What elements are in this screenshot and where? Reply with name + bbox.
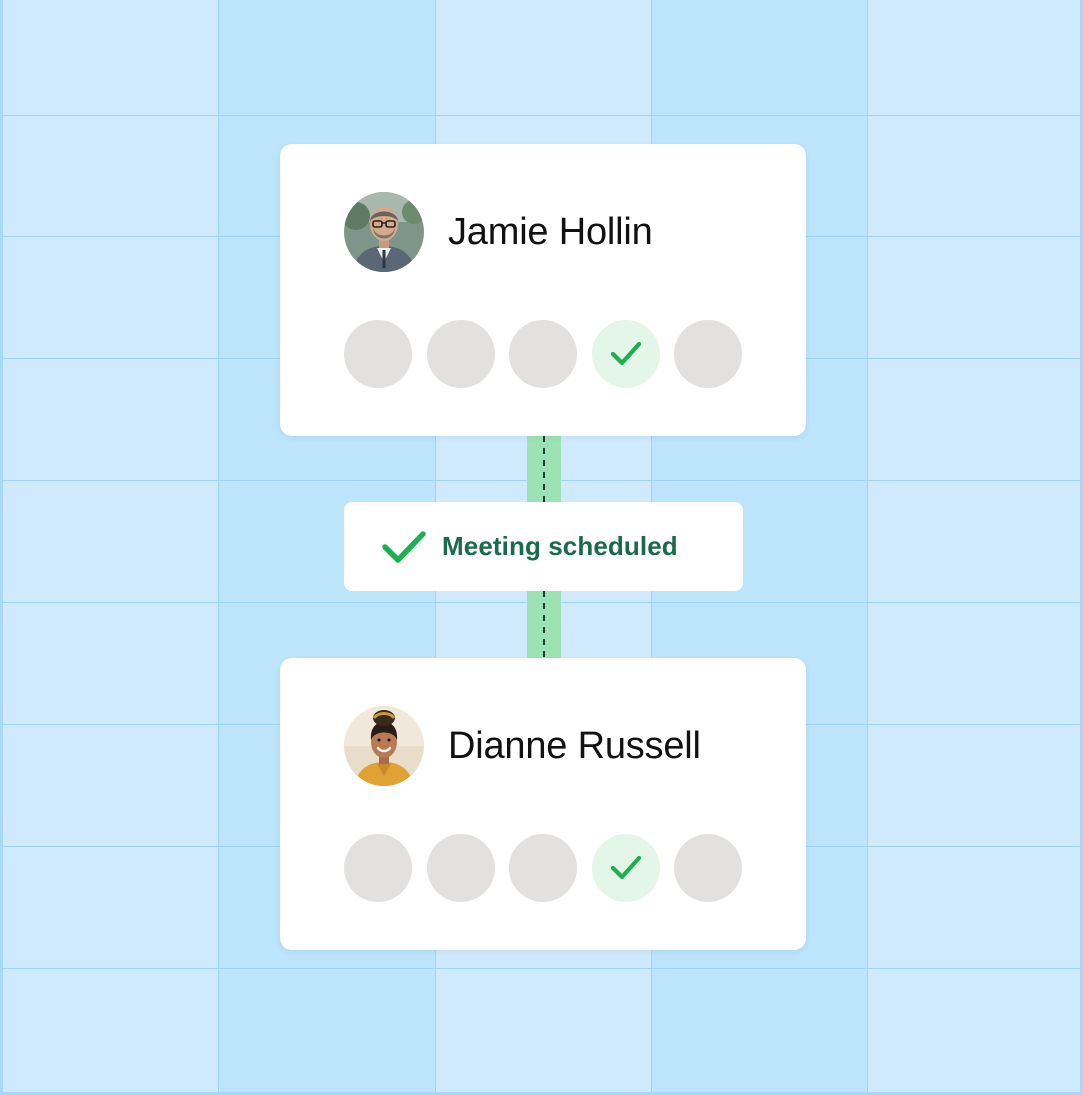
connector-dash bbox=[543, 436, 545, 502]
woman-portrait-avatar bbox=[344, 706, 424, 786]
contact-name: Jamie Hollin bbox=[448, 211, 653, 253]
avatar bbox=[344, 706, 424, 786]
sequence-steps bbox=[344, 834, 744, 902]
step-done[interactable] bbox=[592, 320, 660, 388]
grid-line bbox=[0, 968, 1083, 969]
grid-column bbox=[867, 0, 1083, 1095]
grid-edge bbox=[0, 0, 3, 1095]
step-done[interactable] bbox=[592, 834, 660, 902]
contact-name: Dianne Russell bbox=[448, 725, 701, 767]
man-portrait-avatar bbox=[344, 192, 424, 272]
sequence-steps bbox=[344, 320, 744, 388]
grid-line bbox=[867, 0, 868, 1095]
contact-card[interactable]: Dianne Russell bbox=[280, 658, 806, 950]
grid-column bbox=[0, 0, 218, 1095]
status-label: Meeting scheduled bbox=[442, 531, 678, 561]
step-pending[interactable] bbox=[674, 834, 742, 902]
step-pending[interactable] bbox=[509, 320, 577, 388]
step-pending[interactable] bbox=[427, 320, 495, 388]
avatar bbox=[344, 192, 424, 272]
grid-line bbox=[218, 0, 219, 1095]
step-pending[interactable] bbox=[344, 320, 412, 388]
check-icon bbox=[610, 855, 642, 880]
step-pending[interactable] bbox=[427, 834, 495, 902]
step-pending[interactable] bbox=[509, 834, 577, 902]
status-badge: Meeting scheduled bbox=[344, 502, 743, 591]
check-icon bbox=[382, 531, 426, 563]
connector-dash bbox=[543, 591, 545, 658]
connector-line bbox=[527, 591, 561, 658]
check-icon bbox=[610, 341, 642, 366]
step-pending[interactable] bbox=[674, 320, 742, 388]
contact-card[interactable]: Jamie Hollin bbox=[280, 144, 806, 436]
grid-edge bbox=[0, 1092, 1083, 1095]
step-pending[interactable] bbox=[344, 834, 412, 902]
grid-line bbox=[0, 115, 1083, 116]
connector-line bbox=[527, 436, 561, 502]
grid-edge bbox=[1080, 0, 1083, 1095]
